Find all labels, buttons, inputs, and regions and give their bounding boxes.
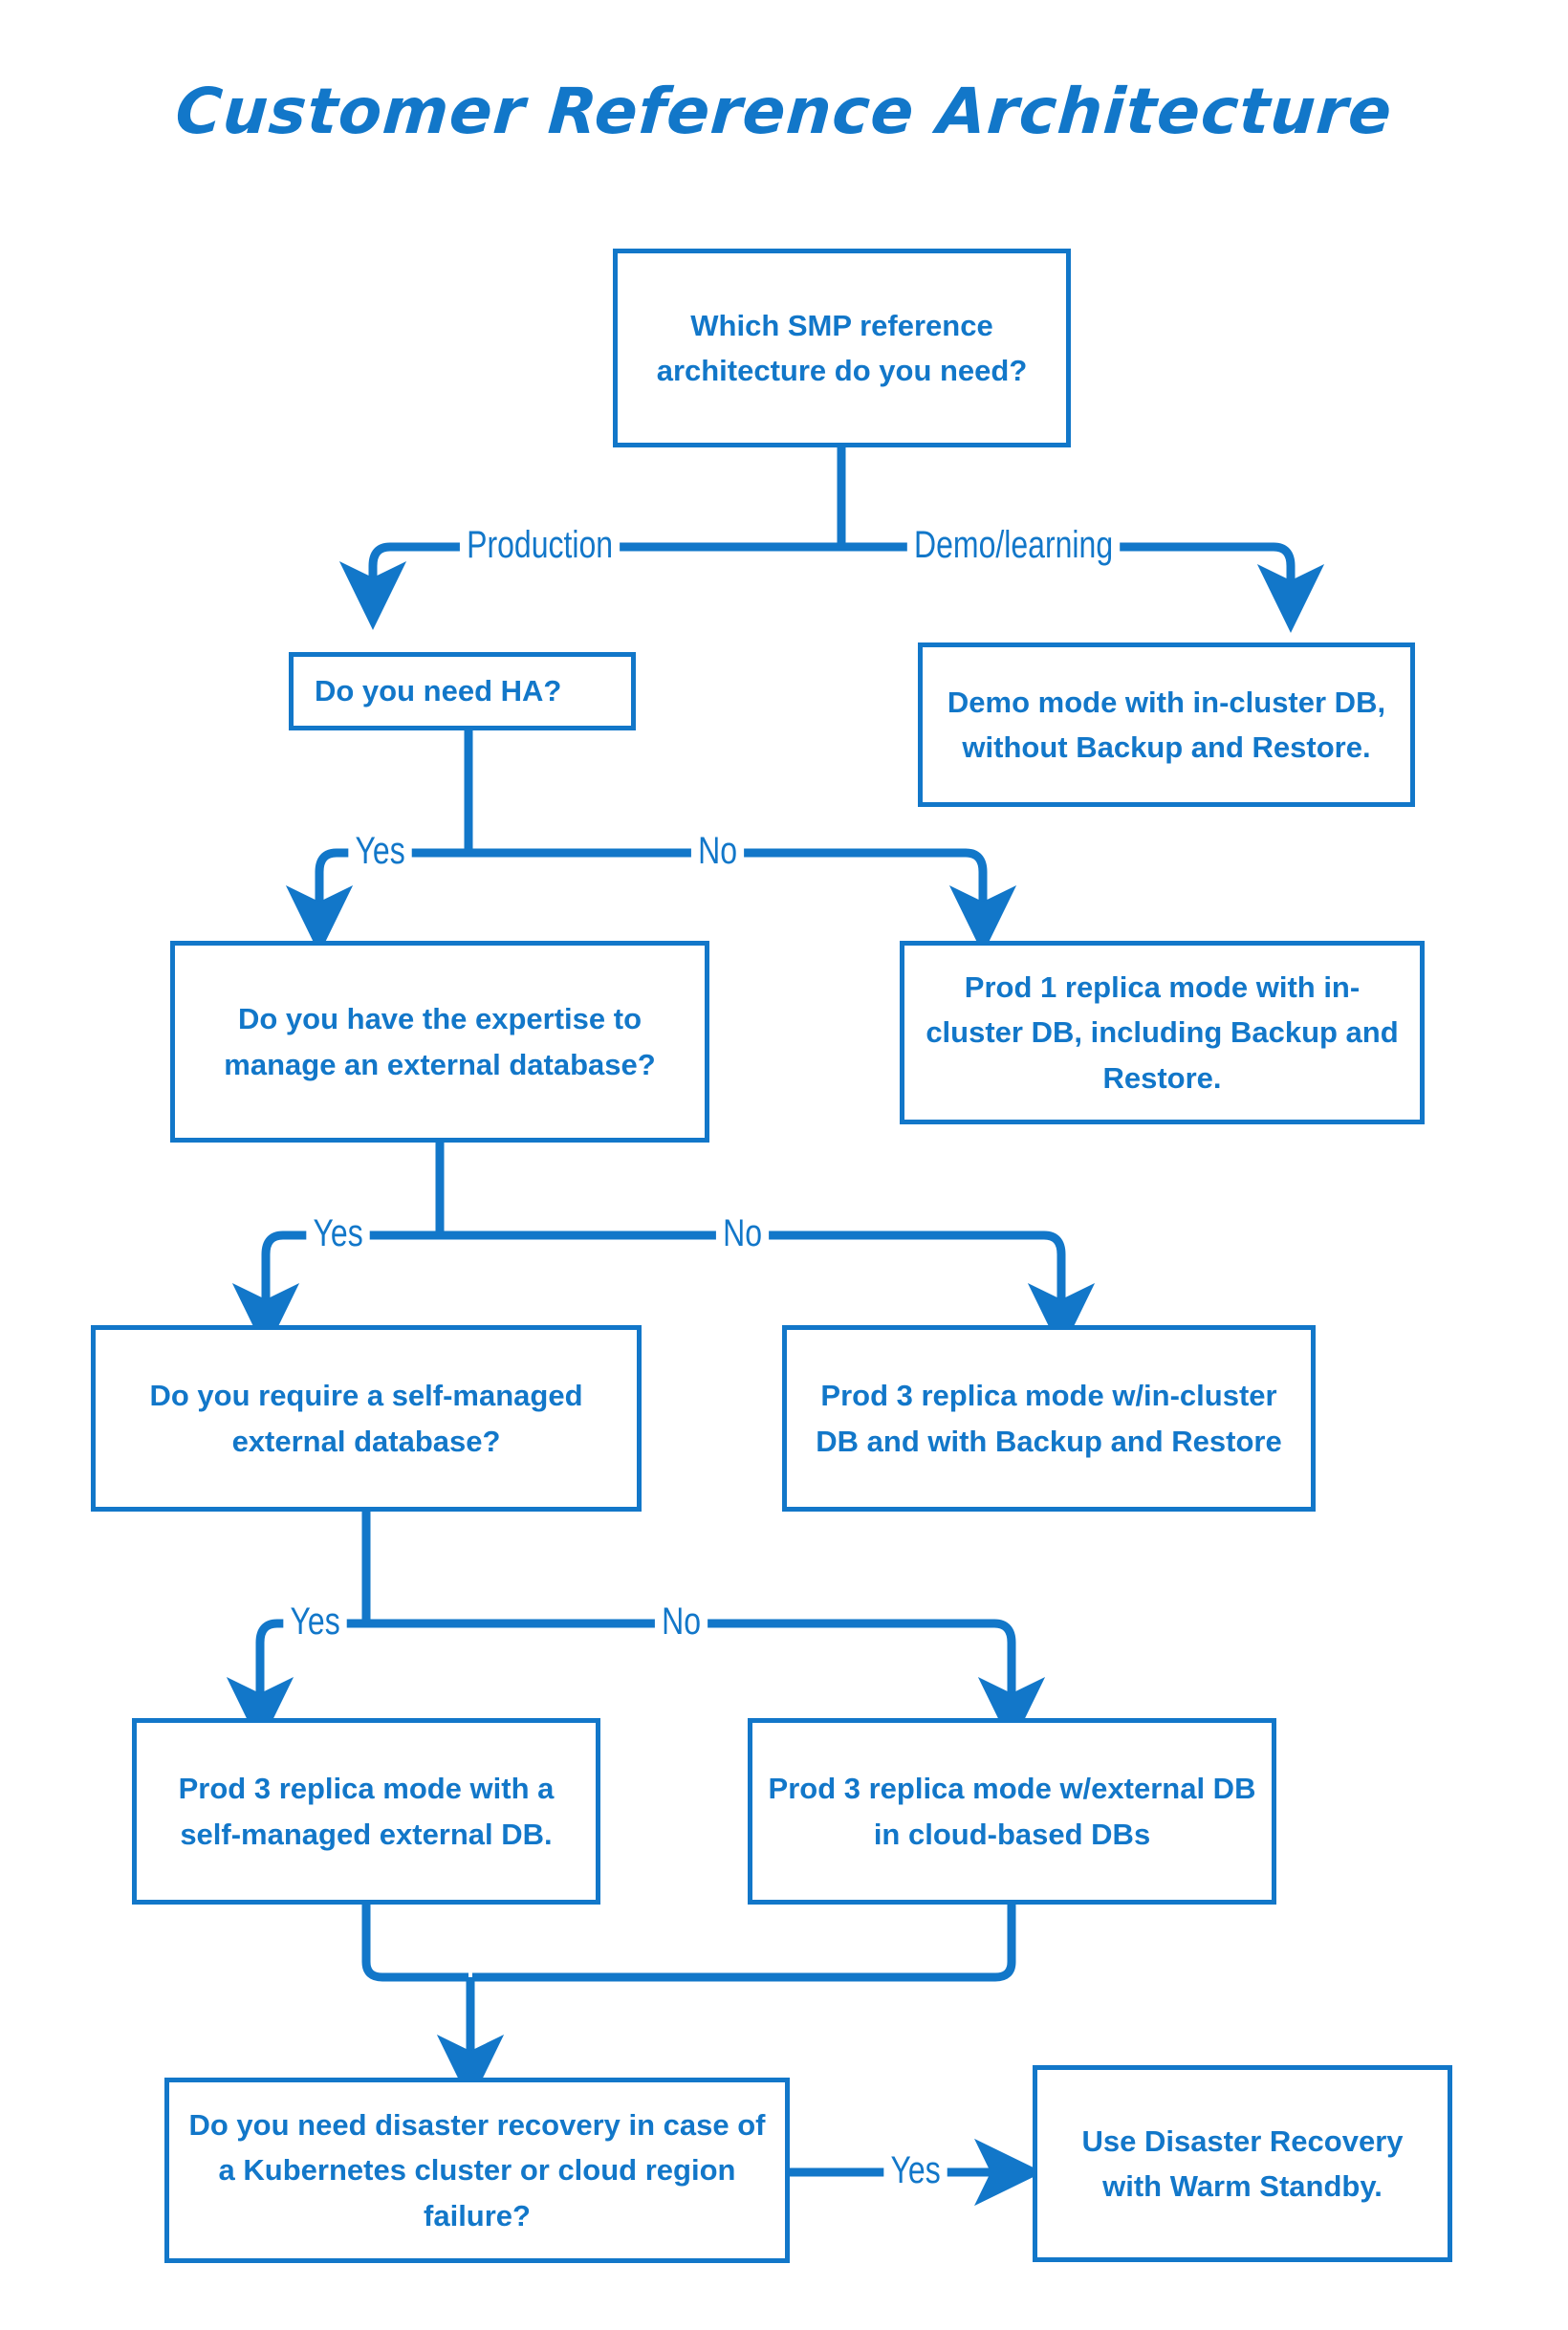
node-label: Prod 3 replica mode w/external DB in clo… [768,1772,1256,1851]
edge-label-expertise-no: No [715,1214,770,1252]
edge-label-expertise-yes: Yes [306,1214,370,1252]
node-label: Do you require a self-managed external d… [149,1379,583,1458]
node-prod-3-replica-in-cluster-db[interactable]: Prod 3 replica mode w/in-cluster DB and … [782,1325,1316,1512]
node-do-you-need-ha[interactable]: Do you need HA? [289,652,636,730]
node-label: Demo mode with in-cluster DB, without Ba… [947,685,1386,764]
edge-label-ha-no: No [690,832,745,870]
node-prod-3-replica-cloud-based-dbs[interactable]: Prod 3 replica mode w/external DB in clo… [748,1718,1276,1905]
wire-n8-merge [361,1905,468,1982]
edge-label-production: Production [459,526,621,564]
node-label: Which SMP reference architecture do you … [656,308,1028,387]
edge-label-ha-yes: Yes [348,832,412,870]
node-demo-mode-in-cluster-db[interactable]: Demo mode with in-cluster DB, without Ba… [918,642,1415,807]
node-use-disaster-recovery-warm-standby[interactable]: Use Disaster Recovery with Warm Standby. [1033,2065,1452,2262]
node-prod-3-replica-self-managed-external-db[interactable]: Prod 3 replica mode with a self-managed … [132,1718,600,1905]
node-require-self-managed-external-db[interactable]: Do you require a self-managed external d… [91,1325,642,1512]
node-label: Prod 3 replica mode w/in-cluster DB and … [816,1379,1282,1458]
node-label: Do you have the expertise to manage an e… [224,1002,656,1081]
node-which-smp-reference-architecture[interactable]: Which SMP reference architecture do you … [613,249,1071,447]
wire-n9-merge [472,1905,1016,1982]
edge-label-selfmanaged-no: No [654,1602,708,1641]
edge-label-selfmanaged-yes: Yes [283,1602,347,1641]
node-label: Do you need disaster recovery in case of… [188,2108,766,2232]
node-label: Prod 1 replica mode with in-cluster DB, … [926,970,1399,1095]
page-title: Customer Reference Architecture [173,75,1395,148]
node-label: Prod 3 replica mode with a self-managed … [178,1772,555,1851]
edge-label-dr-yes: Yes [883,2151,947,2189]
node-prod-1-replica-mode[interactable]: Prod 1 replica mode with in-cluster DB, … [900,941,1425,1124]
node-label: Do you need HA? [315,674,562,708]
node-expertise-external-database[interactable]: Do you have the expertise to manage an e… [170,941,709,1143]
edge-label-demo-learning: Demo/learning [906,526,1121,564]
node-label: Use Disaster Recovery with Warm Standby. [1081,2123,1404,2203]
node-need-disaster-recovery[interactable]: Do you need disaster recovery in case of… [164,2078,790,2263]
